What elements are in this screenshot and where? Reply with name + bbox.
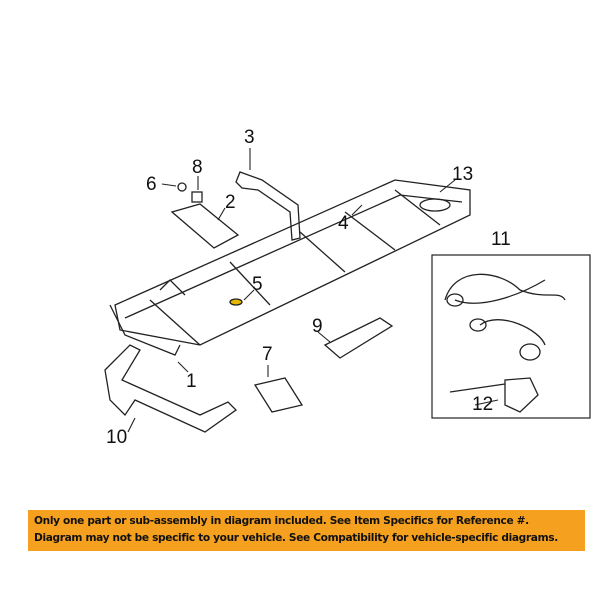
part-7-plate	[253, 377, 304, 413]
callout-13: 13	[452, 164, 473, 185]
part-5-bushing	[229, 298, 243, 306]
callout-9: 9	[312, 316, 323, 337]
callout-12: 12	[472, 394, 493, 415]
part-2-plate	[170, 203, 240, 249]
frame-assembly	[109, 179, 471, 356]
callout-10: 10	[106, 427, 127, 448]
part-6-bolt	[177, 182, 187, 192]
banner-line-2: Diagram may not be specific to your vehi…	[34, 532, 558, 544]
part-12-bracket	[449, 377, 539, 413]
connector-icon	[519, 343, 541, 361]
part-9-plate	[323, 317, 394, 359]
part-11-harness	[444, 273, 566, 346]
part-3-crossmember	[235, 171, 301, 241]
part-8-clip	[191, 191, 203, 203]
callout-4: 4	[338, 213, 349, 234]
callout-2: 2	[225, 192, 236, 213]
disclaimer-banner: Only one part or sub-assembly in diagram…	[28, 510, 585, 551]
leader-lines	[127, 148, 499, 433]
callout-labels: 1 2 3 4 5 6 7 8 9 10 11 12 13	[106, 127, 511, 448]
callout-3: 3	[244, 127, 255, 148]
callout-8: 8	[192, 157, 203, 178]
callout-5: 5	[252, 274, 263, 295]
part-11-box	[431, 254, 591, 419]
callout-6: 6	[146, 174, 157, 195]
connector-icon	[469, 318, 487, 332]
banner-line-1: Only one part or sub-assembly in diagram…	[34, 515, 529, 527]
callout-1: 1	[186, 371, 197, 392]
connector-icon	[446, 293, 464, 307]
callout-7: 7	[262, 344, 273, 365]
callout-11: 11	[491, 229, 511, 250]
part-10-hitch	[104, 344, 238, 433]
